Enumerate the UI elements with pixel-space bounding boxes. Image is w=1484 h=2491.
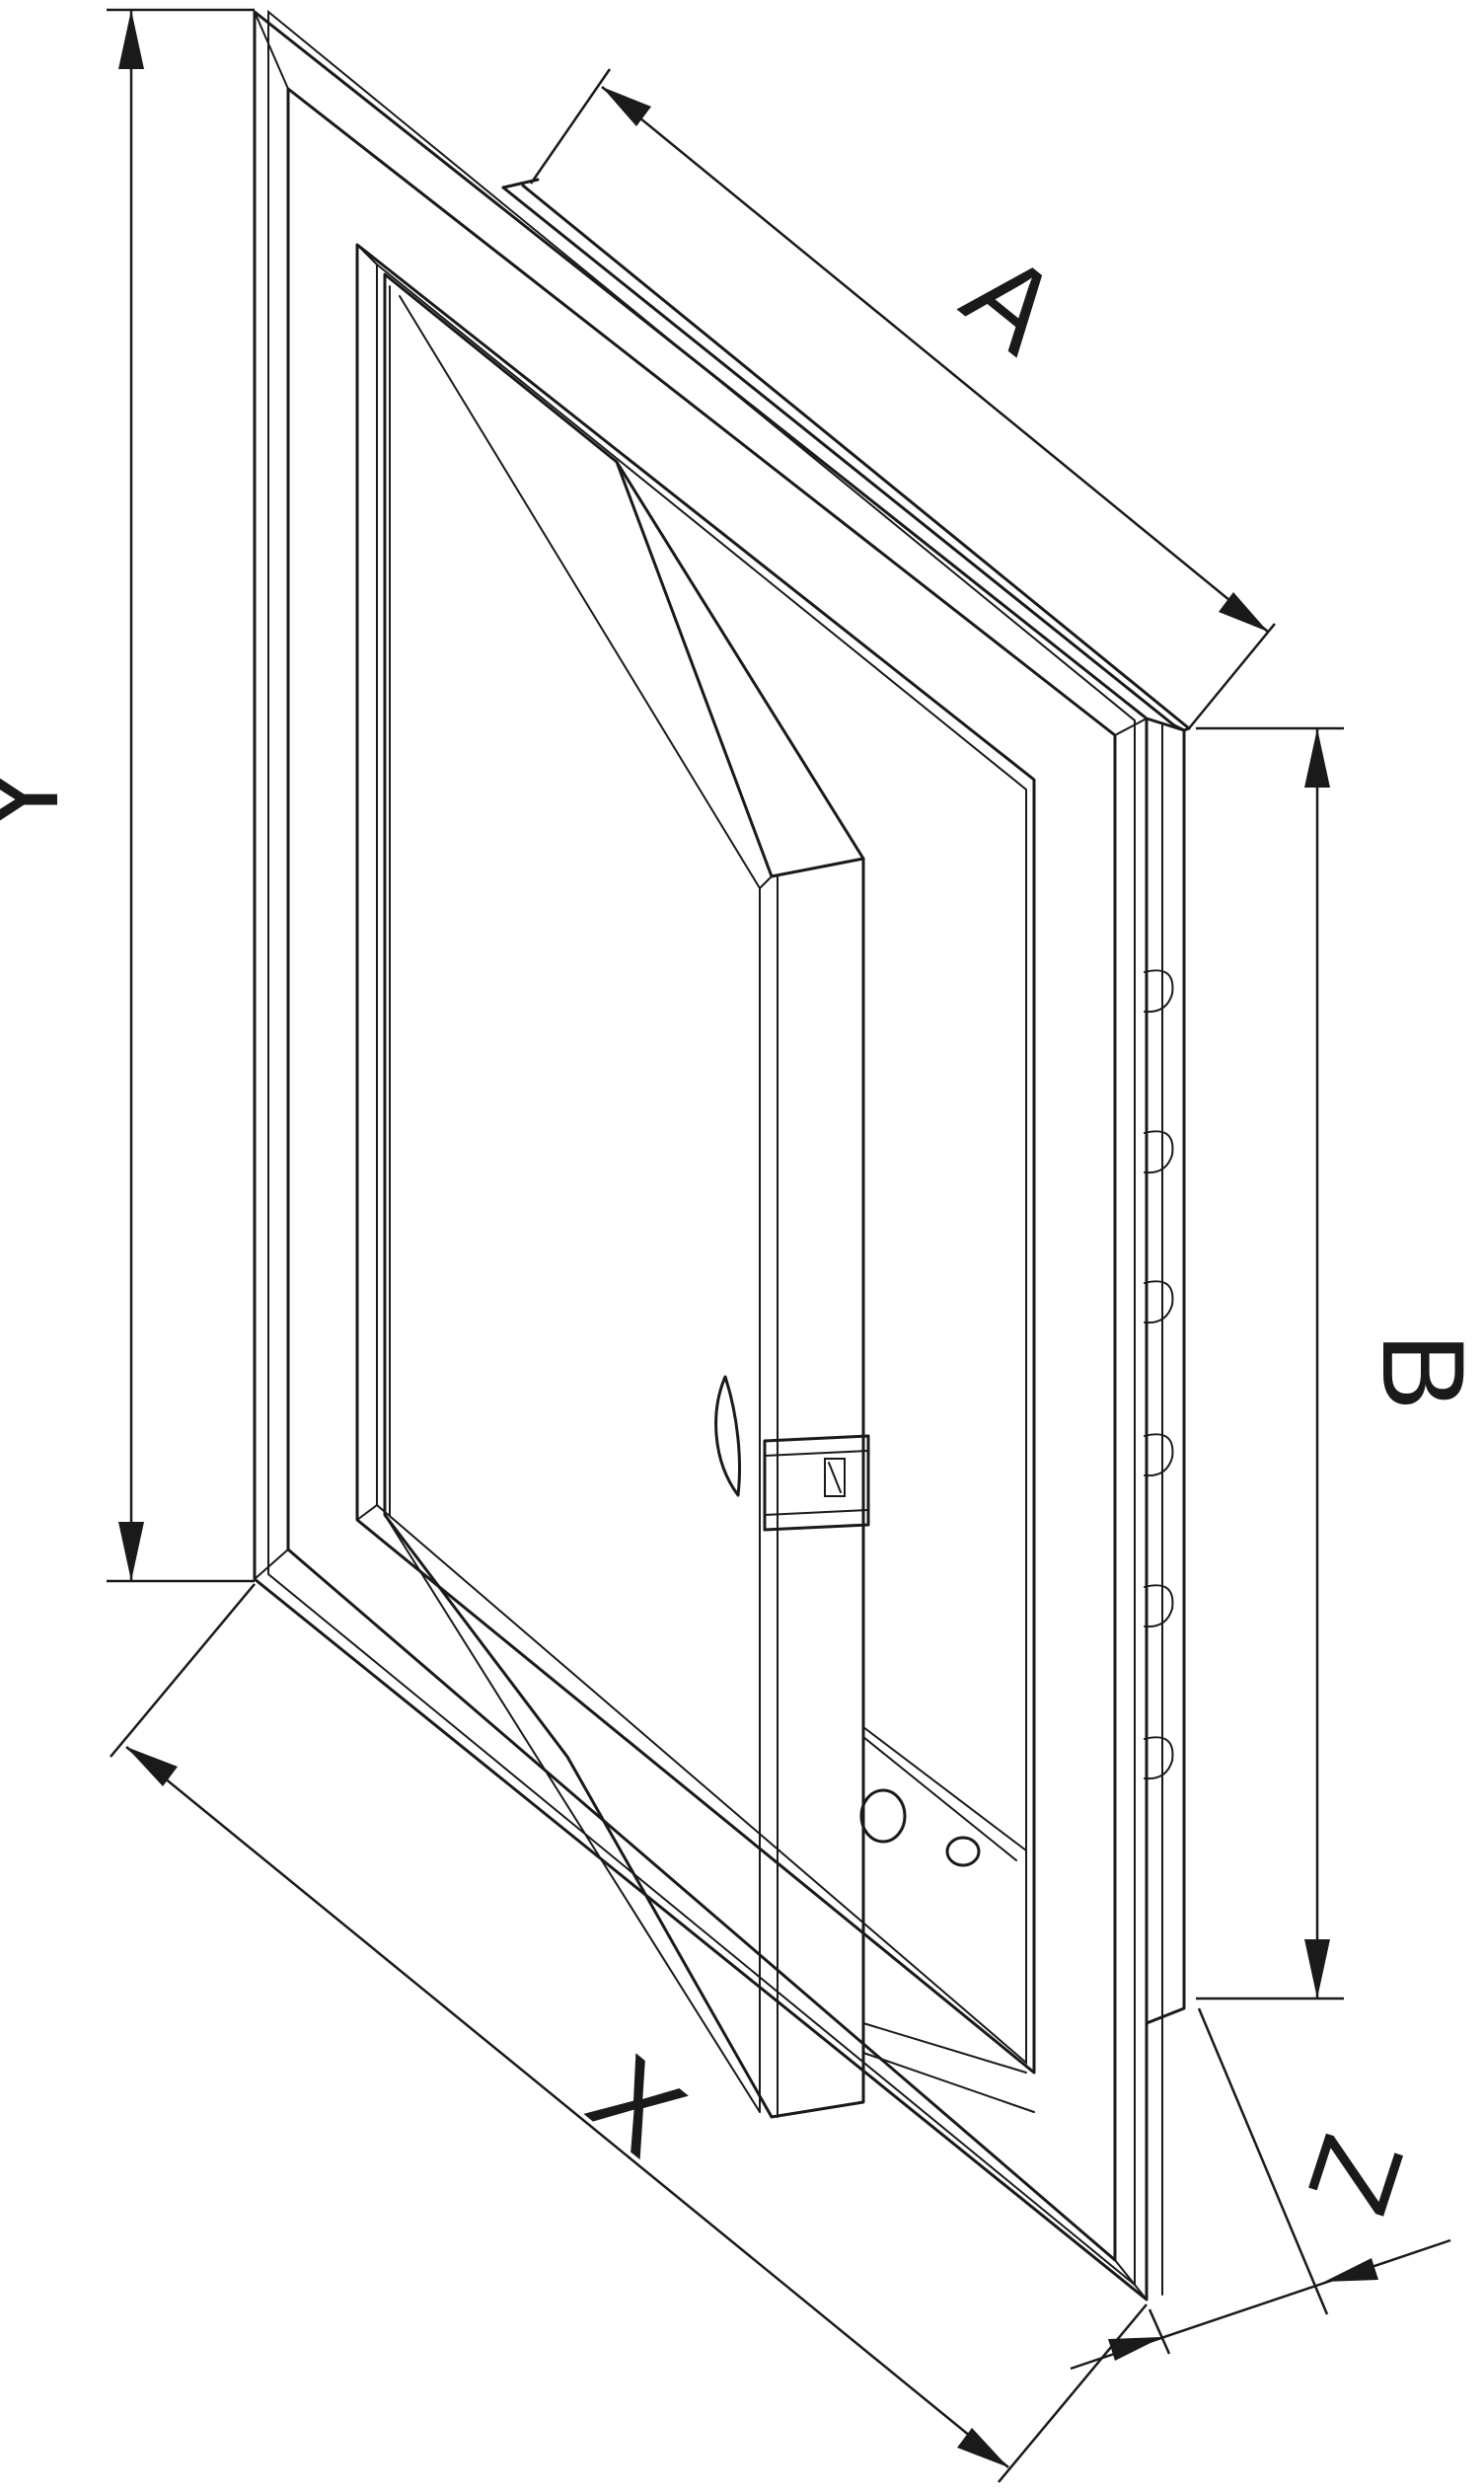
door-panel	[383, 272, 865, 2119]
dimension-b	[1196, 726, 1344, 2000]
dimension-b-label: B	[1358, 1333, 1484, 1411]
dimension-x-label: X	[565, 2031, 707, 2181]
dimension-z	[1070, 2007, 1451, 2371]
dimension-a-label: A	[940, 228, 1082, 378]
outer-frame	[253, 9, 1149, 2302]
frame-depth	[501, 178, 1191, 2296]
door-lock	[763, 1434, 870, 1532]
bottom-flange	[859, 1726, 1035, 2113]
dimension-y-label: Y	[0, 761, 83, 839]
hinge-tabs	[1144, 969, 1174, 1780]
dimension-y	[107, 8, 255, 1583]
dimension-z-label: Z	[1283, 2120, 1429, 2227]
dimension-x	[110, 1583, 1148, 2483]
inner-opening	[355, 243, 1036, 2075]
dimension-a	[529, 68, 1276, 729]
door-handle-icon	[714, 1375, 741, 1497]
